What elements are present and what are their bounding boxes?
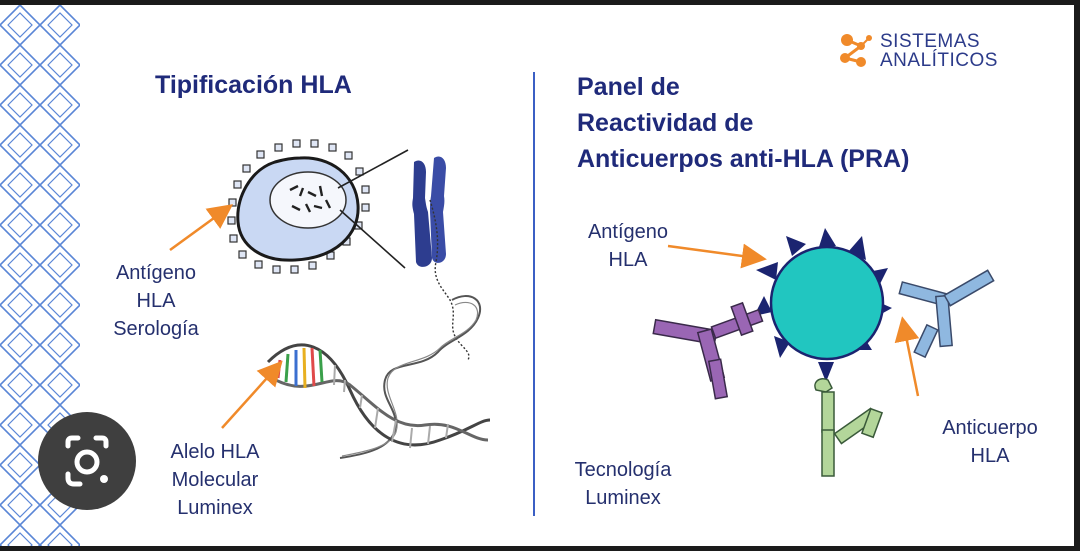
arrow-serology xyxy=(169,204,234,252)
google-lens-button[interactable] xyxy=(38,412,136,510)
top-border xyxy=(0,0,1080,5)
sistemas-analiticos-logo: SISTEMAS ANALÍTICOS xyxy=(835,28,1055,74)
logo-line2: ANALÍTICOS xyxy=(880,50,998,71)
label-serology: Antígeno HLA Serología xyxy=(113,262,199,340)
arrow-antigen xyxy=(667,243,767,269)
antibody-green xyxy=(814,378,884,477)
arrow-molecular xyxy=(221,360,283,429)
right-panel-title-line1: Panel de xyxy=(577,73,680,101)
label-antibody: Anticuerpo HLA xyxy=(942,417,1038,467)
left-panel-title: Tipificación HLA xyxy=(155,71,352,99)
arrow-antibody xyxy=(894,316,920,397)
bead-illustration xyxy=(754,228,892,382)
google-lens-icon xyxy=(65,435,109,487)
cell-illustration xyxy=(227,139,409,274)
logo-line1: SISTEMAS xyxy=(880,31,981,52)
panel-divider xyxy=(533,72,535,516)
molecule-logo-icon xyxy=(840,34,872,67)
label-technology: Tecnología Luminex xyxy=(574,459,672,509)
right-panel-title-line3: Anticuerpos anti-HLA (PRA) xyxy=(577,145,910,173)
antibody-blue xyxy=(898,269,995,359)
right-border xyxy=(1074,0,1080,551)
bottom-border xyxy=(0,546,1080,551)
label-molecular: Alelo HLA Molecular Luminex xyxy=(170,441,260,519)
antibody-purple xyxy=(652,301,764,400)
chromosome-illustration xyxy=(339,156,481,459)
dna-helix-illustration xyxy=(266,343,491,449)
label-antigen: Antígeno HLA xyxy=(587,221,669,271)
right-panel-title-line2: Reactividad de xyxy=(577,109,754,137)
